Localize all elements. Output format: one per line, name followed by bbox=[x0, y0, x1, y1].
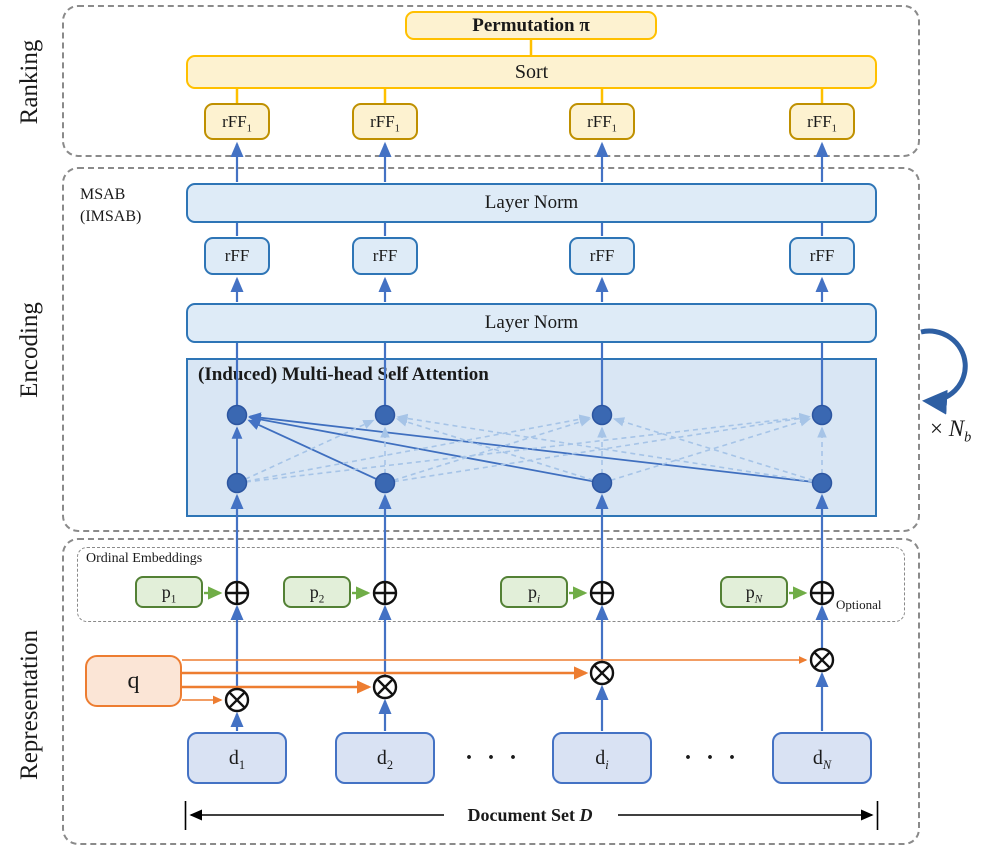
rff1-label: rFF1 bbox=[370, 111, 400, 134]
query-label: q bbox=[127, 667, 140, 694]
ranking-section-frame bbox=[62, 5, 920, 157]
optional-label: Optional bbox=[836, 597, 882, 612]
rff-box-2: rFF bbox=[352, 237, 418, 275]
self-attention-title: (Induced) Multi-head Self Attention bbox=[198, 364, 489, 385]
ordinal-embeddings-title: Ordinal Embeddings bbox=[86, 551, 203, 566]
rff-box-3: rFF bbox=[569, 237, 635, 275]
encoding-section-frame bbox=[62, 167, 920, 532]
representation-section-frame bbox=[62, 538, 920, 845]
ellipsis-1: · · · bbox=[464, 744, 521, 771]
rff-box-4: rFF bbox=[789, 237, 855, 275]
ordinal-embeddings-frame bbox=[77, 547, 905, 622]
document-set-label: Document Set D bbox=[467, 804, 593, 825]
query-box: q bbox=[85, 655, 182, 707]
repeat-count-label: × Nb bbox=[930, 416, 972, 446]
position-embedding-box-1: p1 bbox=[135, 576, 203, 608]
rff1-label: rFF1 bbox=[807, 111, 837, 134]
ranking-section-label: Ranking bbox=[16, 39, 43, 125]
position-embedding-box-2: p2 bbox=[283, 576, 351, 608]
sort-box: Sort bbox=[186, 55, 877, 89]
document-box-2: d2 bbox=[335, 732, 435, 784]
permutation-box: Permutation π bbox=[405, 11, 657, 40]
document-box-4: dN bbox=[772, 732, 872, 784]
document-box-3: di bbox=[552, 732, 652, 784]
position-embedding-box-3: pi bbox=[500, 576, 568, 608]
layer-norm-label: Layer Norm bbox=[484, 312, 579, 333]
document-box-1: d1 bbox=[187, 732, 287, 784]
rff1-box-4: rFF1 bbox=[789, 103, 855, 140]
position-embedding-box-4: pN bbox=[720, 576, 788, 608]
sort-label: Sort bbox=[514, 60, 549, 83]
rff1-box-1: rFF1 bbox=[204, 103, 270, 140]
msab-label: MSAB (IMSAB) bbox=[80, 186, 142, 225]
ellipsis-2: · · · bbox=[683, 744, 740, 771]
encoding-section-label: Encoding bbox=[16, 302, 43, 398]
representation-section-label: Representation bbox=[16, 630, 43, 780]
rff1-label: rFF1 bbox=[222, 111, 252, 134]
repeat-loop-icon bbox=[920, 328, 968, 415]
layer-norm-top-box: Layer Norm bbox=[186, 183, 877, 223]
rff1-label: rFF1 bbox=[587, 111, 617, 134]
permutation-label: Permutation π bbox=[472, 14, 590, 36]
rff1-box-3: rFF1 bbox=[569, 103, 635, 140]
rff-box-1: rFF bbox=[204, 237, 270, 275]
layer-norm-label: Layer Norm bbox=[484, 192, 579, 213]
layer-norm-bottom-box: Layer Norm bbox=[186, 303, 877, 343]
rff1-box-2: rFF1 bbox=[352, 103, 418, 140]
